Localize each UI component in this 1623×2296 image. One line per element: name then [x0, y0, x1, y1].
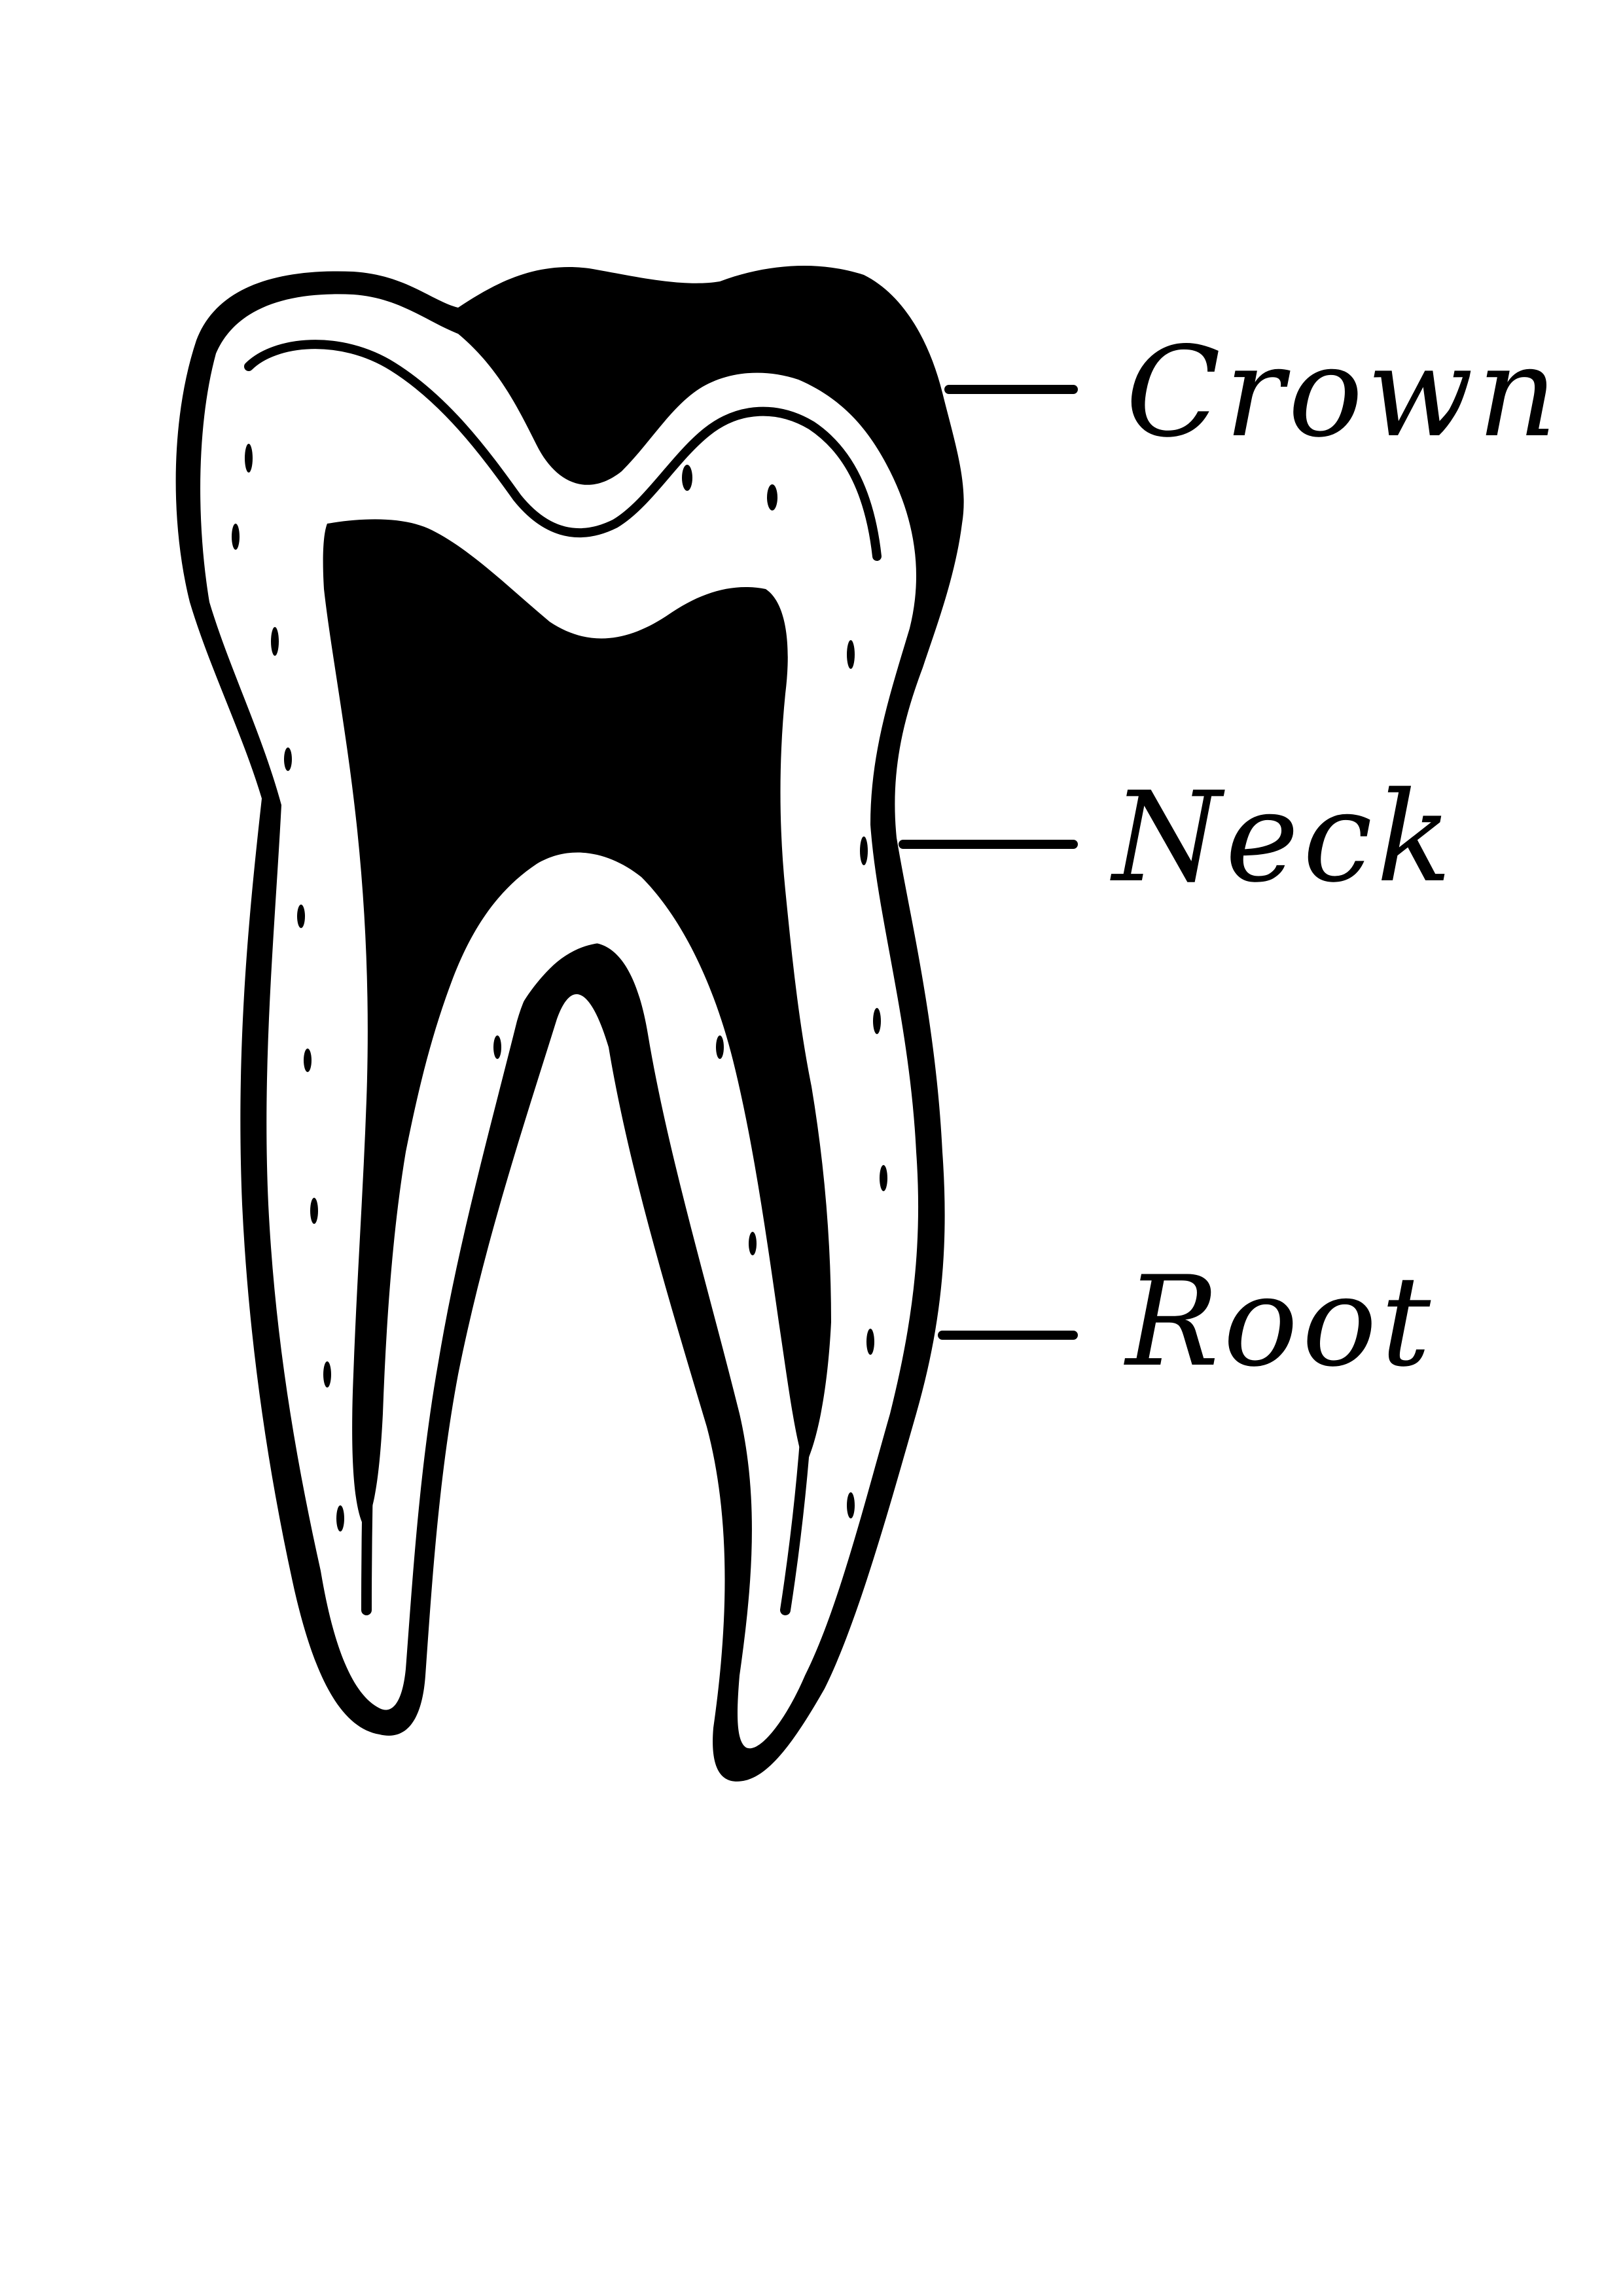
leader-lines — [899, 385, 1078, 1340]
crown-fissure — [471, 304, 668, 437]
neck-label: Neck — [1110, 765, 1455, 910]
part-labels: Crown Neck Root — [1110, 320, 1561, 1394]
enamel-boundary-line — [244, 340, 882, 561]
pulp-chamber — [323, 519, 831, 1526]
root-canal-right — [780, 1107, 817, 1615]
pulp-inner-dentin-left — [445, 896, 641, 1257]
crown-label: Crown — [1126, 320, 1561, 465]
root-canal-left — [361, 1107, 391, 1615]
root-label: Root — [1124, 1249, 1435, 1394]
dentin-texture-marks — [232, 444, 887, 1532]
tooth-illustration — [175, 266, 964, 1782]
